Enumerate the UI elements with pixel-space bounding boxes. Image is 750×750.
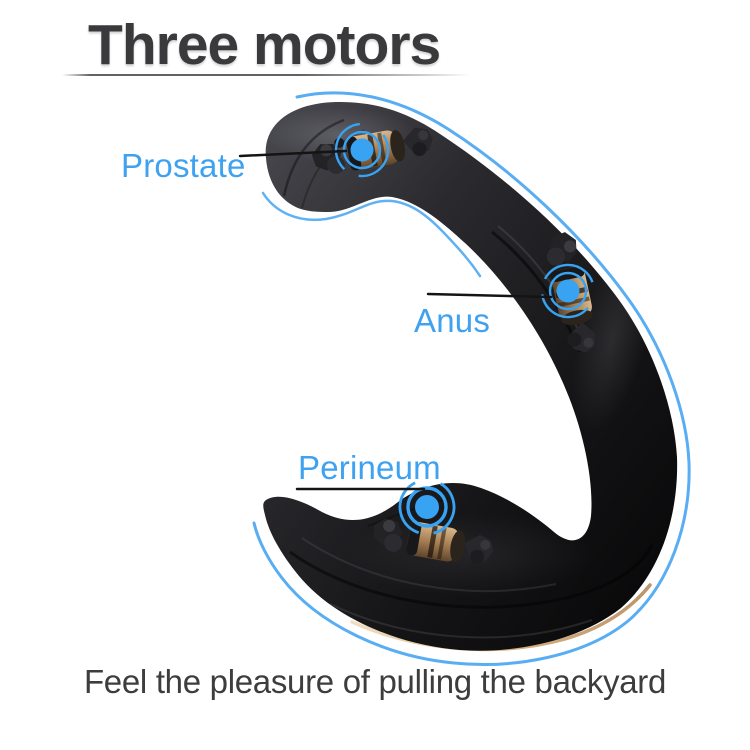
leader-lines	[238, 149, 553, 491]
prostate-leader-line	[238, 149, 348, 158]
inner-glow-line	[261, 191, 482, 278]
label-anus: Anus	[414, 302, 491, 339]
label-perineum: Perineum	[298, 449, 441, 486]
anus-leader-line	[426, 292, 553, 299]
anus-motor	[540, 229, 603, 357]
outer-glow-line	[252, 91, 691, 666]
title-underline	[62, 74, 470, 76]
blue-glow-outline	[252, 91, 691, 666]
label-prostate: Prostate	[121, 147, 246, 184]
caption-text: Feel the pleasure of pulling the backyar…	[83, 663, 667, 700]
page-title: Three motors	[88, 13, 441, 77]
